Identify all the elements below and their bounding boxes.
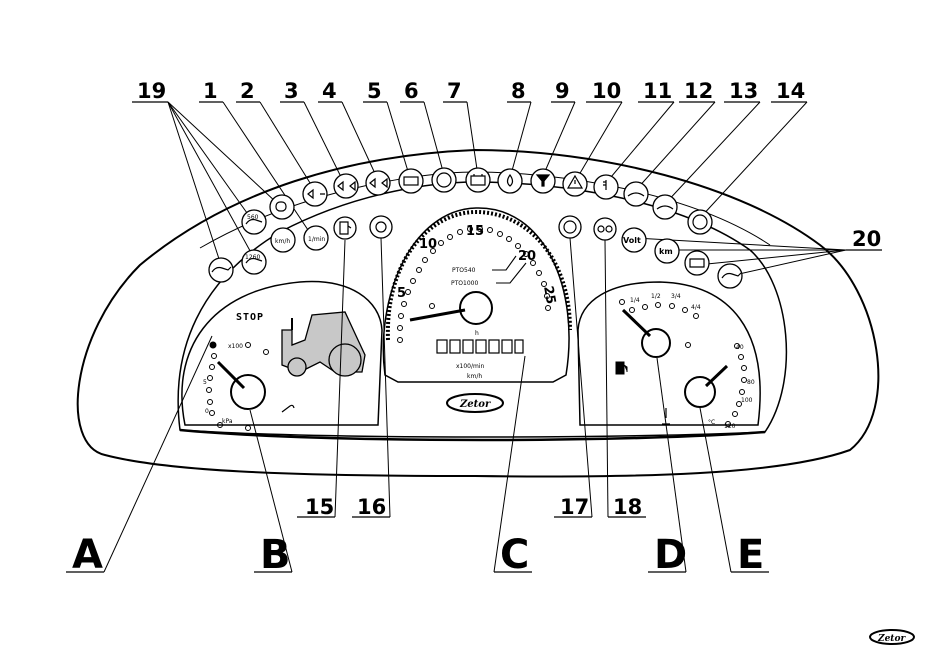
pressure-0: 0 bbox=[205, 408, 209, 415]
pto540-label: PTO540 bbox=[452, 267, 476, 274]
fuel-1-2: 1/2 bbox=[651, 293, 661, 300]
temp-unit: °C bbox=[708, 419, 715, 426]
pressure-x100: x100 bbox=[228, 343, 243, 350]
label-1260: 1260 bbox=[245, 254, 260, 261]
tachometer-needle bbox=[410, 310, 465, 320]
lamp-12 bbox=[624, 182, 648, 206]
lamp-7 bbox=[466, 168, 490, 192]
tach-10: 10 bbox=[419, 237, 437, 252]
callout-2: 2 bbox=[240, 79, 255, 103]
callout-7: 7 bbox=[447, 79, 462, 103]
callout-9: 9 bbox=[555, 79, 570, 103]
callout-C: C bbox=[500, 532, 529, 578]
lamp-6 bbox=[432, 168, 456, 192]
lamp-13 bbox=[653, 195, 677, 219]
callout-4: 4 bbox=[322, 79, 337, 103]
pressure-unit: kPa bbox=[222, 418, 233, 425]
tach-20: 20 bbox=[518, 249, 536, 264]
lamp-5 bbox=[399, 169, 423, 193]
tachometer-hub bbox=[460, 292, 492, 324]
lamp-battery bbox=[685, 251, 709, 275]
tach-15: 15 bbox=[466, 224, 484, 239]
fuel-1-4: 1/4 bbox=[630, 297, 640, 304]
callout-10: 10 bbox=[592, 79, 621, 103]
tach-kmh: km/h bbox=[467, 373, 482, 380]
zetor-logo-text: Zetor bbox=[877, 634, 906, 644]
pto1000-label: PTO1000 bbox=[451, 280, 478, 287]
hours-label: h bbox=[475, 330, 479, 337]
callout-3: 3 bbox=[284, 79, 299, 103]
temp-40: 40 bbox=[736, 344, 744, 351]
callout-12: 12 bbox=[684, 79, 713, 103]
tach-25: 25 bbox=[540, 285, 558, 305]
label-volt: Volt bbox=[623, 236, 641, 245]
callout-11: 11 bbox=[643, 79, 672, 103]
lamp-8 bbox=[498, 169, 522, 193]
callout-B: B bbox=[260, 532, 291, 578]
lamp-14 bbox=[688, 210, 712, 234]
lamp-18 bbox=[594, 218, 616, 240]
callout-1: 1 bbox=[203, 79, 218, 103]
callout-8: 8 bbox=[511, 79, 526, 103]
lamp-15 bbox=[334, 217, 356, 239]
fuel-gauge-needle bbox=[623, 310, 650, 336]
label-kmh: km/h bbox=[275, 238, 290, 245]
label-lmin: 1/min bbox=[308, 236, 325, 243]
tractor-icon bbox=[282, 312, 365, 376]
fuel-4-4: 4/4 bbox=[691, 304, 701, 311]
callout-5: 5 bbox=[367, 79, 382, 103]
lamp-1 bbox=[270, 195, 294, 219]
callout-A: A bbox=[72, 532, 103, 578]
callout-13: 13 bbox=[729, 79, 758, 103]
fuel-3-4: 3/4 bbox=[671, 293, 681, 300]
fuel-pump-icon bbox=[616, 362, 627, 374]
callout-16: 16 bbox=[357, 495, 386, 519]
callout-D: D bbox=[654, 532, 687, 578]
callout-19: 19 bbox=[137, 79, 166, 103]
letter-callouts: A B C D E bbox=[72, 532, 764, 578]
lamp-17 bbox=[559, 216, 581, 238]
zetor-badge-text: Zetor bbox=[459, 399, 491, 410]
callout-17: 17 bbox=[560, 495, 589, 519]
callout-15: 15 bbox=[305, 495, 334, 519]
temp-120: 120 bbox=[724, 423, 736, 430]
tach-unit: x100/min bbox=[456, 363, 485, 370]
label-km: km bbox=[659, 247, 673, 256]
callout-6: 6 bbox=[404, 79, 419, 103]
temp-100: 100 bbox=[741, 397, 753, 404]
stop-label: STOP bbox=[236, 312, 264, 323]
label-560: 560 bbox=[247, 214, 259, 221]
letter-leader-lines bbox=[104, 336, 731, 572]
temp-gauge-needle bbox=[706, 366, 727, 386]
lamp-19c bbox=[209, 258, 233, 282]
tach-5: 5 bbox=[397, 286, 406, 301]
hour-counter bbox=[437, 340, 523, 353]
callout-E: E bbox=[737, 532, 764, 578]
callout-18: 18 bbox=[613, 495, 642, 519]
wrench-icon bbox=[282, 405, 294, 412]
temp-gauge-dots bbox=[726, 344, 747, 427]
lamp-16 bbox=[370, 216, 392, 238]
callout-20: 20 bbox=[852, 227, 881, 251]
pressure-gauge-needle bbox=[218, 362, 244, 388]
pressure-5: 5 bbox=[203, 379, 207, 386]
callout-14: 14 bbox=[776, 79, 805, 103]
temp-80: 80 bbox=[747, 379, 755, 386]
